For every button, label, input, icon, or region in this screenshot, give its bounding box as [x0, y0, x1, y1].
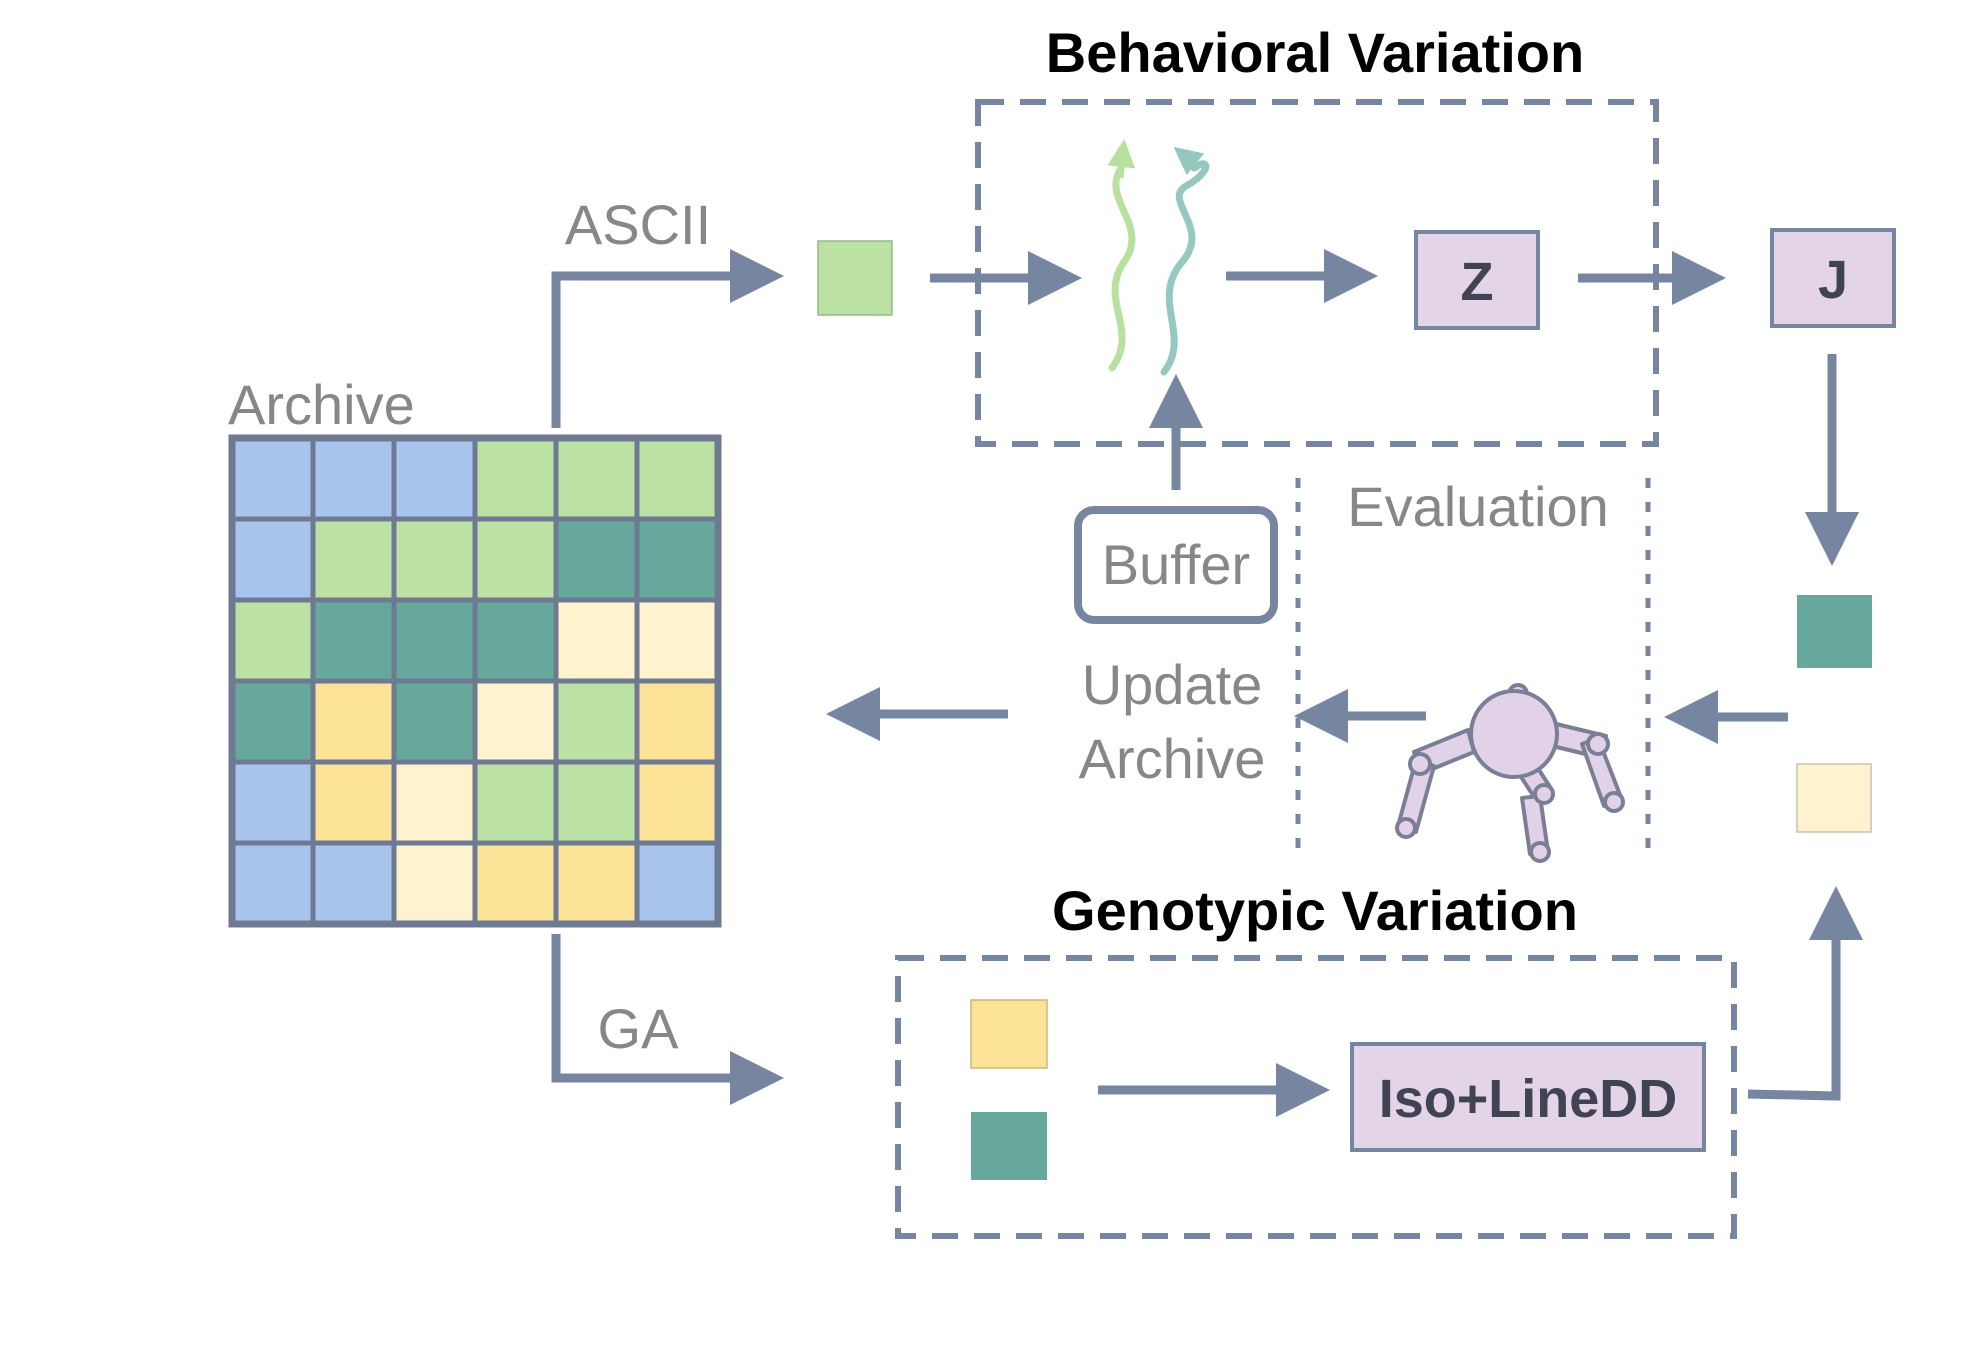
archive-cell [634, 678, 721, 765]
archive-cell [391, 759, 478, 846]
update-archive-label-line1: Update [1082, 653, 1263, 716]
archive-cell [553, 597, 640, 684]
archive-cell [553, 435, 640, 522]
archive-cell [553, 678, 640, 765]
archive-grid [228, 434, 722, 928]
quadruped-robot-icon [1395, 683, 1625, 863]
archive-cell [472, 678, 559, 765]
archive-cell [634, 516, 721, 603]
ascii-arrow [551, 249, 784, 428]
iso-linedd-label: Iso+LineDD [1379, 1069, 1678, 1129]
z-box [1414, 230, 1540, 330]
ga-label: GA [598, 997, 680, 1060]
j-box [1770, 228, 1896, 328]
buffer-label: Buffer [1102, 533, 1250, 596]
archive-cell [391, 516, 478, 603]
archive-cell [229, 759, 316, 846]
archive-cell [391, 435, 478, 522]
genotypic-variation-region [895, 955, 1737, 1239]
archive-cell [310, 840, 397, 927]
selected-solution-green [817, 240, 893, 316]
archive-label: Archive [228, 373, 415, 436]
archive-cell [310, 597, 397, 684]
j-box-label: J [1818, 250, 1848, 310]
archive-cell [553, 759, 640, 846]
archive-cell [310, 678, 397, 765]
archive-cell [229, 840, 316, 927]
iso-to-evaluation-arrow [1747, 886, 1863, 1101]
archive-cell [229, 516, 316, 603]
archive-cell [472, 597, 559, 684]
archive-cell [310, 435, 397, 522]
evaluated-solution-cream [1796, 763, 1872, 833]
archive-cell [391, 678, 478, 765]
buffer-box [1074, 506, 1278, 624]
archive-cell [391, 597, 478, 684]
behavioral-variation-title: Behavioral Variation [1046, 21, 1584, 84]
archive-cell [634, 759, 721, 846]
archive-cell [472, 840, 559, 927]
archive-cell [472, 759, 559, 846]
behavioral-variation-region [975, 99, 1659, 447]
archive-cell [310, 516, 397, 603]
archive-grid-border [228, 434, 722, 928]
ga-arrow [551, 934, 784, 1105]
parent-solution-yellow [970, 999, 1048, 1069]
update-archive-label-line2: Archive [1079, 727, 1266, 790]
archive-cell [472, 516, 559, 603]
genotypic-variation-title: Genotypic Variation [1052, 879, 1578, 942]
archive-cell [634, 435, 721, 522]
archive-cell [229, 678, 316, 765]
archive-cell [553, 516, 640, 603]
archive-cell [553, 840, 640, 927]
archive-cell [391, 840, 478, 927]
evaluated-solution-teal [1797, 595, 1872, 668]
evaluation-label: Evaluation [1347, 475, 1609, 538]
ascii-label: ASCII [565, 193, 711, 256]
archive-cell [634, 597, 721, 684]
archive-cell [229, 435, 316, 522]
archive-cell [472, 435, 559, 522]
z-box-label: Z [1461, 252, 1494, 312]
archive-cell [229, 597, 316, 684]
iso-linedd-box [1350, 1042, 1706, 1152]
archive-cell [634, 840, 721, 927]
trajectory-waves-icon [1107, 139, 1210, 376]
parent-solution-teal [971, 1112, 1047, 1180]
archive-cell [310, 759, 397, 846]
